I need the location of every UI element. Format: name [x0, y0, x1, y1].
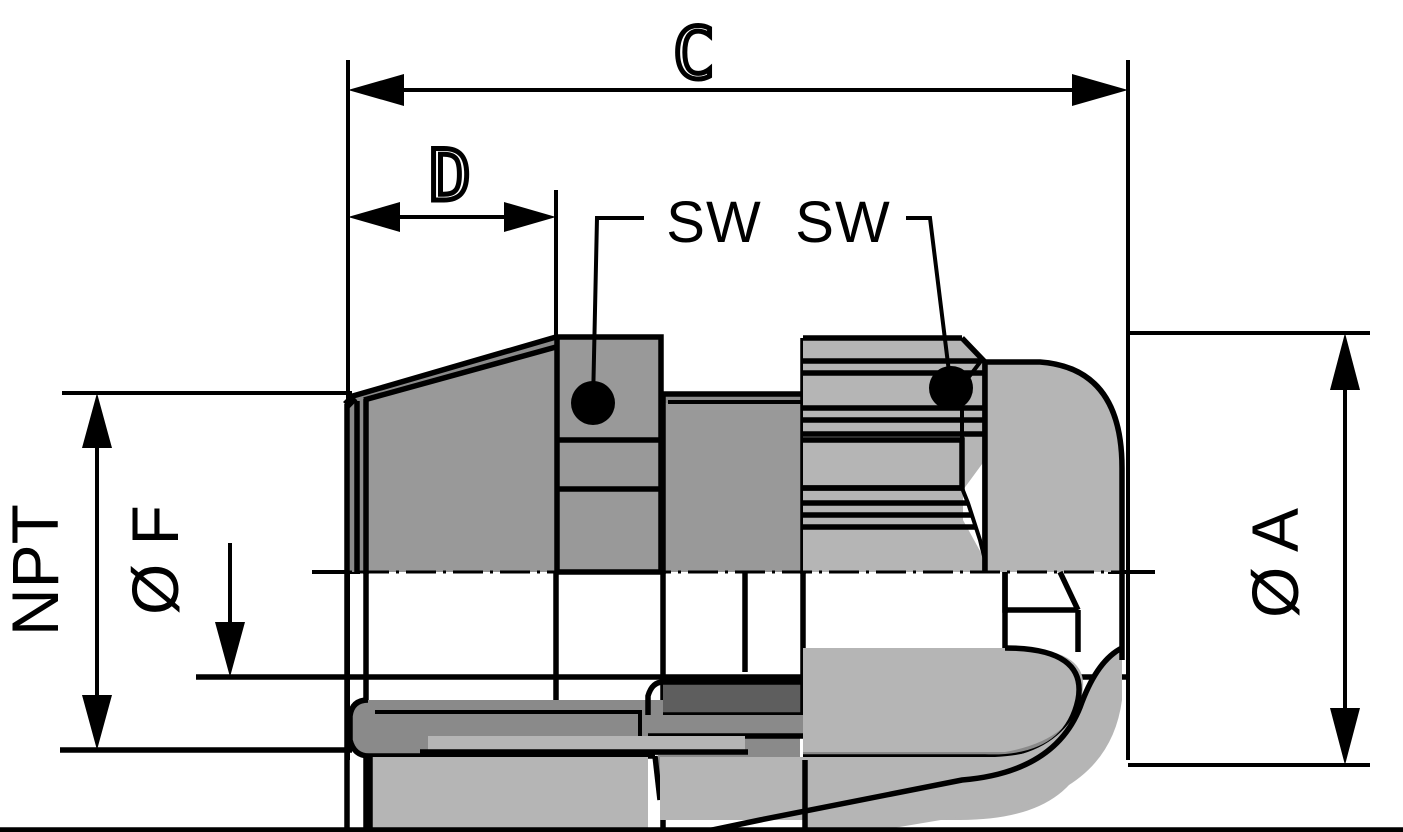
- npt-threaded-entry: [343, 334, 557, 574]
- nut-diameter-label: Ø A: [1238, 508, 1312, 618]
- thread-length-label: D: [429, 135, 471, 217]
- arrowhead-down: [82, 695, 112, 750]
- hex-body: [554, 334, 664, 575]
- npt-thread-dimension: NPT: [0, 393, 112, 750]
- dome-seal: [982, 359, 1125, 572]
- seal-diameter-label: Ø F: [118, 505, 192, 615]
- lower-section-view: [0, 570, 1403, 832]
- overall-length-label: C: [673, 13, 715, 95]
- inner-seal-band: [663, 682, 805, 715]
- sw-cap-nut-label: SW: [795, 190, 890, 255]
- arrowhead-right: [504, 202, 556, 232]
- seal-diameter-dimension: Ø F: [118, 505, 245, 677]
- arrowhead-left: [348, 74, 404, 106]
- arrowhead-up: [1330, 333, 1360, 390]
- thread-length-dimension: D: [348, 133, 556, 232]
- npt-label: NPT: [0, 504, 72, 636]
- spanner-width-cap-nut: SW: [795, 190, 953, 389]
- knurled-cap-nut: [803, 335, 988, 572]
- nut-diameter-dimension: Ø A: [1238, 333, 1360, 765]
- arrowhead-right: [1072, 74, 1128, 106]
- arrowhead-up: [82, 393, 112, 448]
- sw-hex-body-label: SW: [666, 190, 761, 255]
- arrowhead-down: [215, 622, 245, 677]
- arrowhead-left: [348, 202, 400, 232]
- body-barrel: [660, 338, 806, 574]
- arrowhead-down: [1330, 708, 1360, 765]
- spanner-width-hex-body: SW: [591, 190, 761, 404]
- overall-length-dimension: C: [348, 11, 1128, 106]
